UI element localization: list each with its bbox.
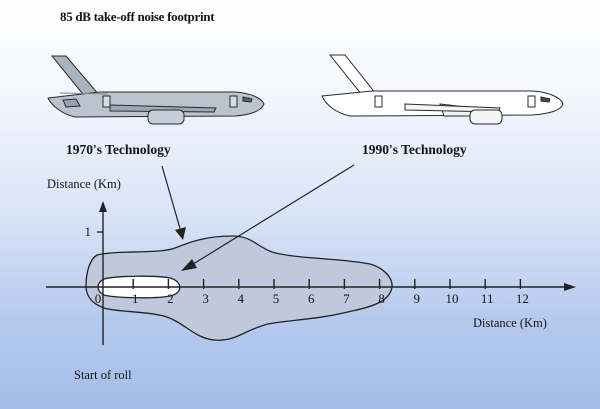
x-tick-label: 9: [414, 291, 421, 306]
x-axis-title: Distance (Km): [473, 316, 547, 330]
old-technology-label: 1970's Technology: [66, 142, 171, 157]
x-tick-label: 7: [343, 291, 350, 306]
y-tick-label-1: 1: [85, 224, 92, 239]
x-tick-label: 10: [446, 291, 459, 306]
new-technology-pointer-arrowhead: [181, 259, 197, 271]
y-axis-arrowhead: [99, 201, 107, 212]
new-aircraft-icon: [321, 54, 564, 125]
x-tick-label: 3: [202, 291, 209, 306]
x-tick-label: 8: [378, 291, 385, 306]
x-tick-label: 0: [95, 291, 102, 306]
diagram-title: 85 dB take-off noise footprint: [60, 9, 215, 24]
old-aircraft-icon: [47, 55, 265, 125]
x-tick-marks: [132, 279, 522, 289]
y-axis-title: Distance (Km): [47, 177, 121, 191]
old-technology-pointer-arrowhead: [175, 227, 186, 240]
x-tick-label: 5: [273, 291, 280, 306]
x-tick-label: 6: [308, 291, 315, 306]
x-tick-label: 1: [132, 291, 139, 306]
old-technology-pointer-line: [161, 165, 182, 233]
x-axis-arrowhead: [564, 283, 576, 291]
x-tick-label: 2: [167, 291, 174, 306]
x-tick-label: 11: [481, 291, 494, 306]
x-tick-label: 4: [238, 291, 245, 306]
x-tick-label: 12: [516, 291, 529, 306]
start-of-roll-label: Start of roll: [74, 368, 132, 382]
new-technology-label: 1990's Technology: [362, 142, 467, 157]
new-technology-pointer-line: [189, 164, 355, 267]
